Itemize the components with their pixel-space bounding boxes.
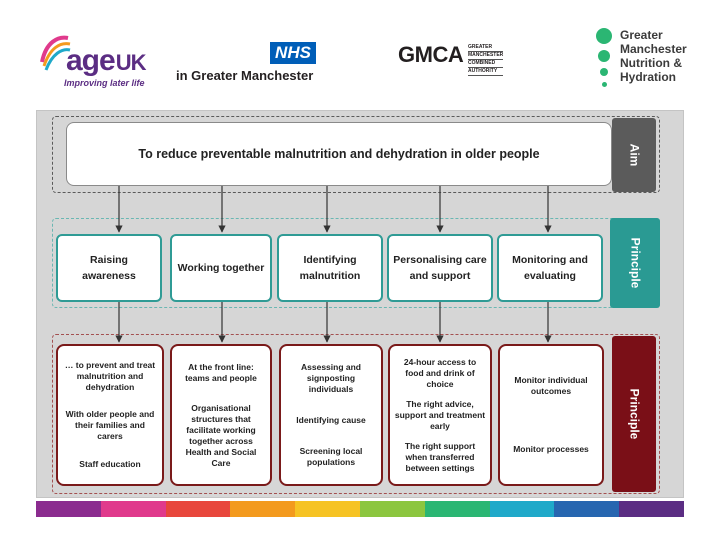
principle-box: Personalising care and support <box>387 234 493 302</box>
stripe-segment <box>424 501 490 517</box>
stripe-segment <box>489 501 555 517</box>
stripe-segment <box>100 501 166 517</box>
detail-item: The right advice, support and treatment … <box>394 398 486 431</box>
stripe-segment <box>619 501 684 517</box>
stripe-segment <box>230 501 296 517</box>
detail-item: 24-hour access to food and drink of choi… <box>403 356 477 389</box>
green-dot-icon <box>598 50 610 62</box>
detail-row-frame <box>52 334 660 494</box>
aim-box: To reduce preventable malnutrition and d… <box>66 122 612 186</box>
stripe-segment <box>554 501 620 517</box>
gmnh-line: Nutrition & <box>620 56 682 70</box>
principle-box: Identifying malnutrition <box>277 234 383 302</box>
nhs-subtitle: in Greater Manchester <box>176 68 314 83</box>
gmca-line: GREATER <box>468 44 504 52</box>
detail-item: Assessing and signposting individuals <box>301 362 361 394</box>
gmnh-line: Manchester <box>620 42 687 56</box>
stripe-segment <box>359 501 425 517</box>
detail-box: At the front line: teams and people Orga… <box>170 344 272 486</box>
detail-box: 24-hour access to food and drink of choi… <box>388 344 492 486</box>
principle-tab: Principle <box>610 218 660 308</box>
detail-item: The right support when transferred betwe… <box>404 440 476 473</box>
detail-principle-tab-label: Principle <box>627 388 641 440</box>
principle-box: Working together <box>170 234 272 302</box>
stripe-segment <box>165 501 231 517</box>
principle-tab-label: Principle <box>628 237 642 289</box>
gmnh-text: Greater Manchester Nutrition & Hydration <box>620 28 687 84</box>
gmca-word: GMCA <box>398 42 464 67</box>
detail-item: Staff education <box>79 458 141 469</box>
detail-box: Assessing and signposting individuals Id… <box>279 344 383 486</box>
age-uk-logo: ageUK Improving later life <box>36 30 146 92</box>
green-dot-icon <box>602 82 607 87</box>
detail-item: Identifying cause <box>296 415 366 425</box>
detail-item: With older people and their families and… <box>65 409 155 442</box>
detail-box: Monitor individual outcomes Monitor proc… <box>498 344 604 486</box>
detail-item: At the front line: teams and people <box>185 361 257 383</box>
age-uk-tagline: Improving later life <box>64 78 145 88</box>
green-dot-icon <box>596 28 612 44</box>
aim-tab-label: Aim <box>626 143 641 167</box>
detail-item: … to prevent and treat malnutrition and … <box>64 360 156 393</box>
gmnh-line: Greater <box>620 28 663 42</box>
gmca-line: MANCHESTER <box>468 52 504 60</box>
detail-item: Monitor individual outcomes <box>514 375 588 397</box>
gmca-logo: GMCA GREATER MANCHESTER COMBINED AUTHORI… <box>398 40 518 84</box>
aim-row-frame <box>52 116 660 193</box>
detail-item: Organisational structures that facilitat… <box>185 402 257 468</box>
detail-principle-tab: Principle <box>612 336 656 492</box>
age-uk-word: age <box>66 44 116 77</box>
gmca-line: AUTHORITY <box>468 68 504 76</box>
principle-box: Monitoring and evaluating <box>497 234 603 302</box>
gmca-subtitle: GREATER MANCHESTER COMBINED AUTHORITY <box>468 44 504 76</box>
stripe-segment <box>295 501 360 517</box>
nhs-mark: NHS <box>270 42 316 64</box>
aim-tab: Aim <box>612 118 656 192</box>
gmnh-line: Hydration <box>620 70 677 84</box>
principle-box: Raising awareness <box>56 234 162 302</box>
age-uk-swirl-icon <box>40 35 71 71</box>
gmca-line: COMBINED <box>468 60 504 68</box>
stripe-segment <box>36 501 101 517</box>
detail-item: Monitor processes <box>513 443 589 454</box>
detail-item: Screening local populations <box>299 446 363 467</box>
gm-nutrition-hydration-logo: Greater Manchester Nutrition & Hydration <box>594 28 704 94</box>
green-dot-icon <box>600 68 608 76</box>
nhs-logo: NHS in Greater Manchester <box>176 42 316 86</box>
detail-box: … to prevent and treat malnutrition and … <box>56 344 164 486</box>
footer-colour-stripe <box>36 501 684 517</box>
age-uk-uk: UK <box>115 50 147 75</box>
